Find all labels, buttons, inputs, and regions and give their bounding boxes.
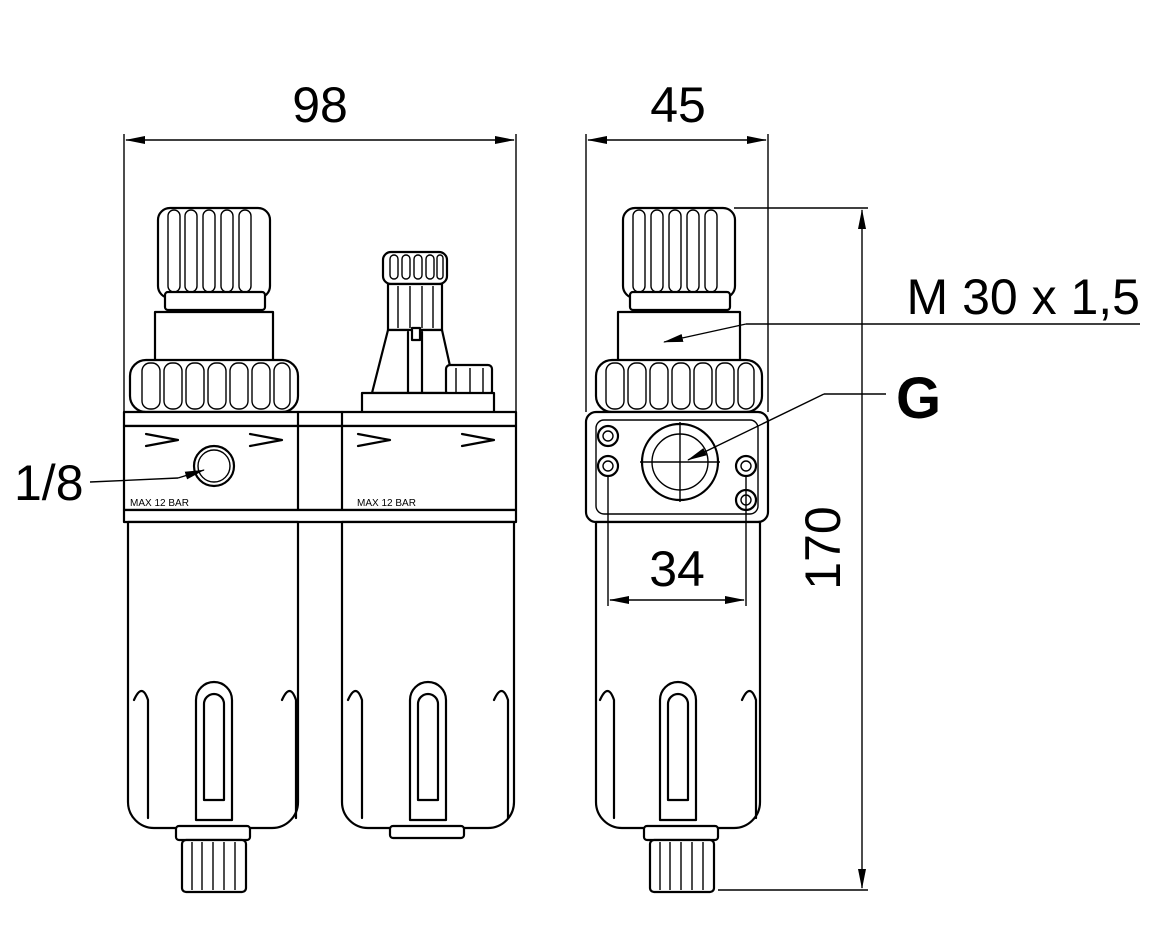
manifold-block: MAX 12 BAR MAX 12 BAR	[122, 410, 518, 524]
ring-nut-left	[128, 358, 300, 414]
dimension-width-front: 98	[123, 77, 517, 412]
dimension-height: 170	[718, 207, 868, 891]
drain-valve-side	[642, 824, 720, 894]
lubricator-dome	[360, 250, 496, 415]
filter-bowl-left	[126, 520, 300, 830]
dimension-45-label: 45	[650, 77, 706, 133]
dimension-170-label: 170	[795, 506, 851, 589]
gauge-port-label: 1/8	[14, 455, 84, 511]
thread-callout: M 30 x 1,5	[663, 269, 1140, 343]
dimension-34-label: 34	[649, 541, 705, 597]
port-thread-callout: G	[687, 366, 941, 461]
front-view: MAX 12 BAR MAX 12 BAR	[14, 77, 518, 894]
side-view: 45 170 34 M 30 x 1,5 G	[584, 77, 1140, 894]
gauge-port	[192, 444, 236, 488]
pressure-label-right: MAX 12 BAR	[357, 498, 416, 509]
gauge-port-callout: 1/8	[14, 455, 205, 511]
port-thread-label: G	[896, 366, 941, 431]
regulator-knob-left	[156, 206, 272, 312]
pressure-label-left: MAX 12 BAR	[130, 498, 189, 509]
dimension-port-spacing: 34	[607, 476, 747, 606]
regulator-knob-side	[621, 206, 737, 312]
lubricator-bowl-right	[340, 520, 516, 840]
dimension-width-side: 45	[585, 77, 769, 412]
drain-valve-left	[174, 824, 252, 894]
port-face	[584, 410, 770, 524]
ring-nut-side	[594, 358, 764, 414]
dimension-98-label: 98	[292, 77, 348, 133]
thread-label: M 30 x 1,5	[907, 269, 1140, 325]
